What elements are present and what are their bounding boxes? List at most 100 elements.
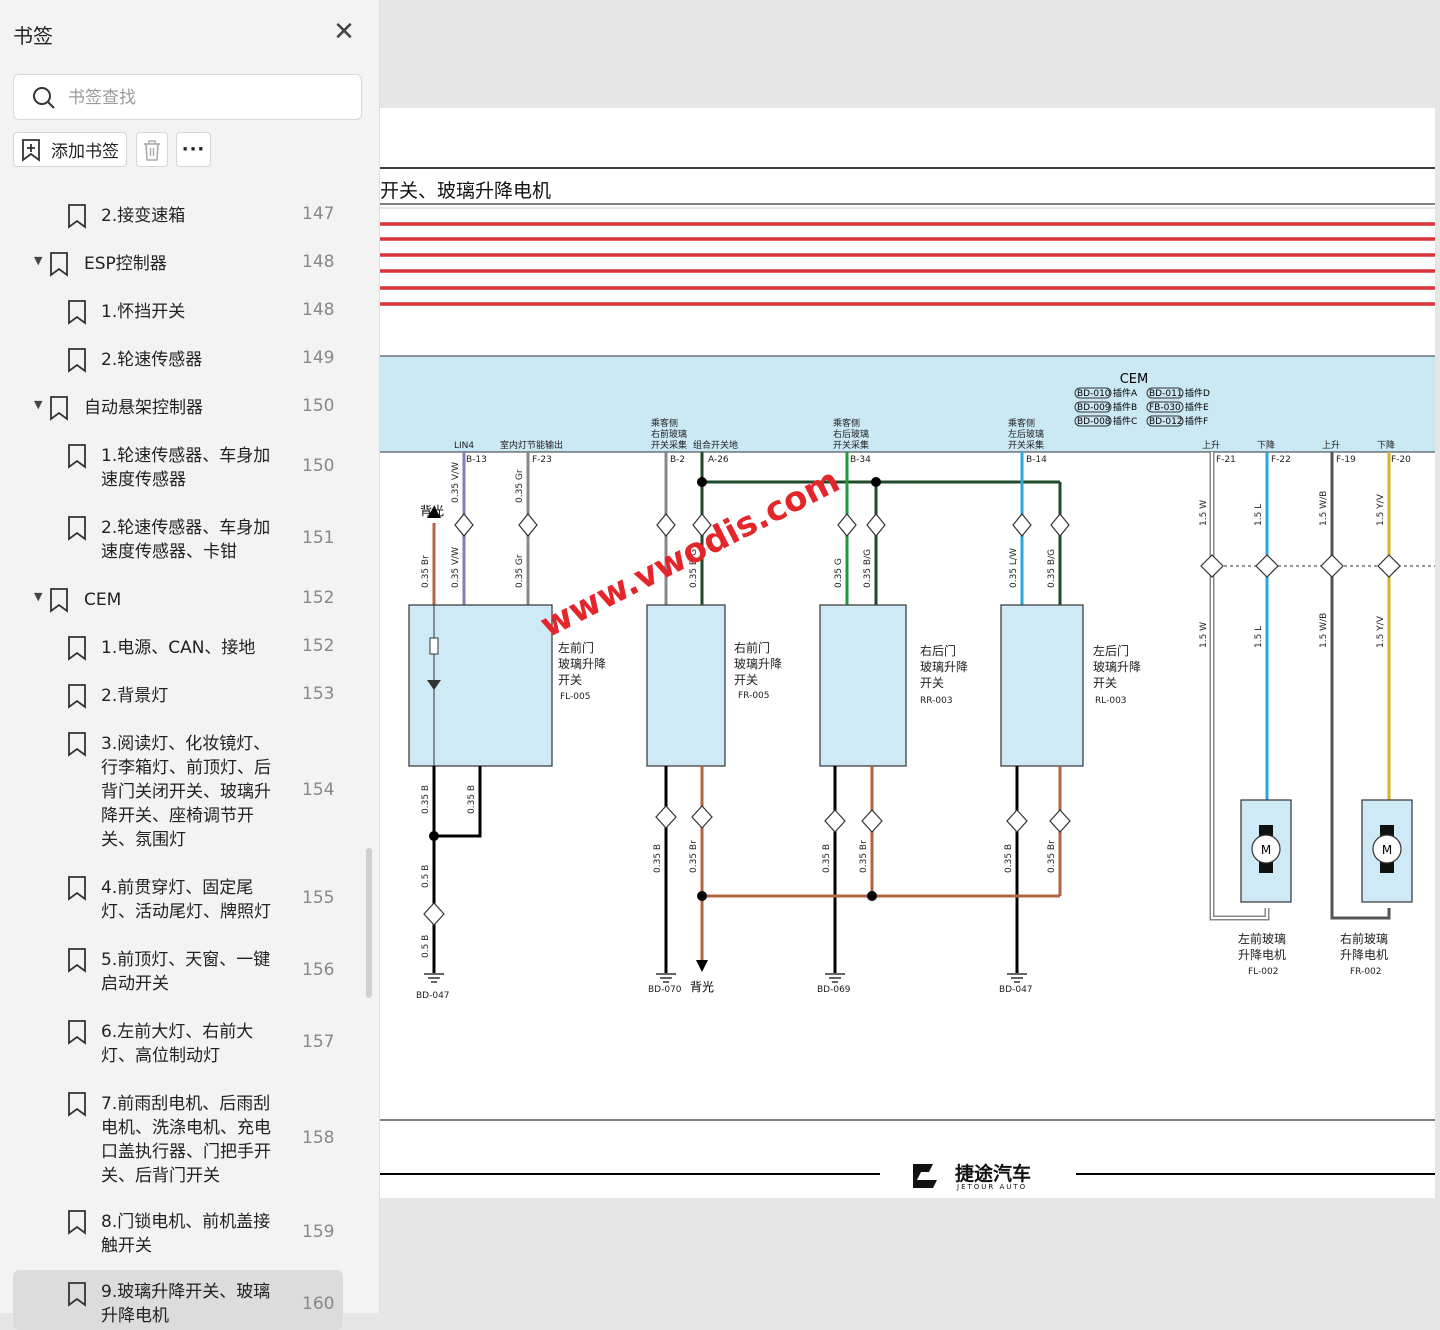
close-icon[interactable]: ✕ [333,17,355,47]
red-stripes [380,222,1435,306]
ground-label: BD-069 [817,985,851,995]
collapse-arrow-icon[interactable]: ▼ [34,590,43,603]
bookmark-icon [50,396,68,421]
logo-mark [913,1164,937,1188]
pin-label: 乘客侧 [1008,417,1035,429]
wire-label: 1.5 W/B [1319,613,1329,648]
motor-code: FR-002 [1350,967,1382,977]
wire-label: 1.5 Y/V [1376,615,1386,648]
bookmark-item[interactable]: 7.前雨刮电机、后雨刮电机、洗涤电机、充电口盖执行器、门把手开关、后背门开关 1… [13,1090,343,1190]
jetour-logo: 捷途汽车 JETOUR AUTO [913,1162,1031,1191]
bookmark-page: 154 [302,780,335,800]
bookmark-page: 148 [302,300,335,320]
wire-label: 1.5 L [1254,626,1264,648]
bookmark-icon [68,636,86,661]
bookmark-page: 159 [302,1222,335,1242]
pin-label: 室内灯节能输出 [500,439,563,451]
search-icon [33,87,55,109]
cem-connector-code: BD-009 [1077,403,1111,413]
switch-box [819,604,907,767]
led-icon [427,680,441,690]
bookmark-item[interactable]: 4.前贯穿灯、固定尾灯、活动尾灯、牌照灯 155 [13,874,343,926]
bookmark-label: 6.左前大灯、右前大灯、高位制动灯 [101,1022,254,1066]
motors: M M [1240,799,1413,903]
bookmark-item[interactable]: 1.电源、CAN、接地 152 [13,634,343,664]
bookmark-icon [68,204,86,229]
bookmark-item[interactable]: 1.怀挡开关 148 [13,298,343,328]
backlight-label: 背光 [420,504,444,518]
collapse-arrow-icon[interactable]: ▼ [34,254,43,267]
collapse-arrow-icon[interactable]: ▼ [34,398,43,411]
cem-connector-code: BD-012 [1149,417,1183,427]
bookmark-label: 9.玻璃升降开关、玻璃升降电机 [101,1282,271,1326]
bookmark-label: 自动悬架控制器 [84,398,203,418]
bookmark-label: 8.门锁电机、前机盖接触开关 [101,1212,271,1256]
cem-connector-code: BD-008 [1077,417,1111,427]
bookmark-item[interactable]: 2.轮速传感器、车身加速度传感器、卡钳 151 [13,514,343,566]
logo-en: JETOUR AUTO [956,1183,1027,1191]
backlight-arrow [427,506,441,518]
bookmark-item[interactable]: 2.背景灯 153 [13,682,343,712]
bookmark-page: 152 [302,636,335,656]
wire-label: 0.5 B [421,865,431,888]
pin-number: A-26 [708,455,729,465]
switch-label: 开关 [1093,676,1117,690]
pin-number: B-34 [850,455,871,465]
bookmark-label: 2.轮速传感器 [101,350,203,370]
ground-symbols [424,973,1027,983]
wire-label: 0.35 L/W [1009,548,1019,588]
pin-label: 上升 [1322,440,1340,451]
add-bookmark-icon [22,138,40,162]
bookmark-label: CEM [84,590,122,610]
pin-number: B-13 [466,455,487,465]
wire-black-white [1330,452,1391,920]
trash-icon [144,139,160,161]
document-page: 开关、玻璃升降电机 CEM BD-010 插件A BD-011 插件D [380,108,1435,1198]
bookmark-item[interactable]: ▼ 自动悬架控制器 150 [13,394,343,424]
pin-label: 下降 [1257,439,1275,451]
pin-label: 上升 [1202,440,1220,451]
bookmark-item-selected[interactable]: 9.玻璃升降开关、玻璃升降电机 160 [13,1270,343,1330]
switch-label: 玻璃升降 [734,657,782,671]
switch-label: 开关 [734,673,758,687]
pin-number: F-19 [1336,455,1356,465]
ground-label: BD-047 [416,991,450,1001]
bookmark-panel: 书签 ✕ 添加书签 ··· 2.接变速箱 147 [0,0,380,1330]
cem-connector-text: 插件B [1113,401,1137,413]
bookmark-page: 150 [302,456,335,476]
bookmark-label: 4.前贯穿灯、固定尾灯、活动尾灯、牌照灯 [101,878,271,922]
bookmark-item[interactable]: 5.前顶灯、天窗、一键启动开关 156 [13,946,343,998]
bookmark-item[interactable]: 2.接变速箱 147 [13,202,343,232]
bookmark-item[interactable]: ▼ ESP控制器 148 [13,250,343,280]
bookmark-item[interactable]: ▼ CEM 152 [13,586,343,616]
bookmark-search[interactable] [13,74,362,120]
cem-connector-text: 插件E [1185,401,1209,413]
motor-label: 升降电机 [1238,948,1286,962]
bookmark-page: 160 [302,1294,335,1314]
splices-bottom [423,805,1071,926]
bookmark-icon [68,516,86,541]
search-input[interactable] [68,83,348,113]
pin-label: 开关采集 [833,439,869,451]
bookmark-item[interactable]: 2.轮速传感器 149 [13,346,343,376]
sidebar-scrollbar[interactable] [366,848,372,998]
more-options-button[interactable]: ··· [176,132,211,167]
delete-bookmark-button[interactable] [136,132,168,167]
bookmark-page: 148 [302,252,335,272]
pin-label: 乘客侧 [833,417,860,429]
bookmark-item[interactable]: 3.阅读灯、化妆镜灯、行李箱灯、前顶灯、后背门关闭开关、玻璃升降开关、座椅调节开… [13,730,343,854]
wire-label: 0.35 Gr [515,469,525,503]
bookmark-item[interactable]: 1.轮速传感器、车身加速度传感器 150 [13,442,343,494]
wire-label: 0.35 B/G [689,549,699,588]
bookmark-icon [50,252,68,277]
bookmark-item[interactable]: 8.门锁电机、前机盖接触开关 159 [13,1208,343,1260]
switch-label: 右后门 [920,643,956,658]
bookmark-icon [68,948,86,973]
pin-label: 右后玻璃 [833,428,869,440]
wire-label: 0.35 Br [421,555,431,588]
bookmark-item[interactable]: 6.左前大灯、右前大灯、高位制动灯 157 [13,1018,343,1070]
bookmark-label: 1.怀挡开关 [101,302,186,322]
switch-label: 开关 [920,676,944,690]
add-bookmark-button[interactable]: 添加书签 [13,132,127,167]
bookmark-page: 158 [302,1128,335,1148]
